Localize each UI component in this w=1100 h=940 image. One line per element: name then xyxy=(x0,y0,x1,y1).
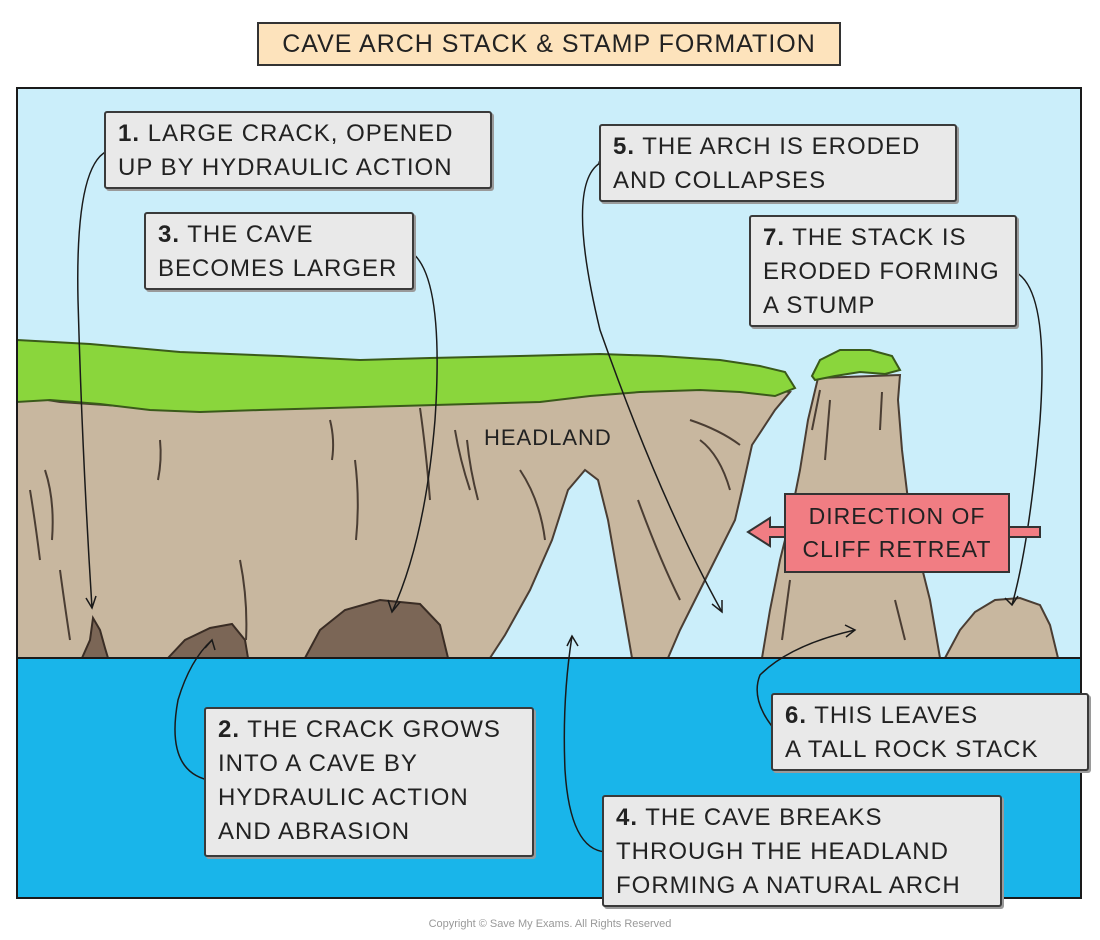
label-5-num: 5. xyxy=(613,133,636,160)
label-1-crack: 1. LARGE CRACK, OPENED UP BY HYDRAULIC A… xyxy=(104,111,492,189)
label-1-line-1: LARGE CRACK, OPENED xyxy=(147,120,454,147)
label-7-stump: 7. THE STACK IS ERODED FORMING A STUMP xyxy=(749,215,1017,327)
label-5-arch-collapses: 5. THE ARCH IS ERODED AND COLLAPSES xyxy=(599,124,957,202)
label-3-line-2: BECOMES LARGER xyxy=(158,255,398,282)
rock-texture xyxy=(29,389,906,641)
label-4-line-1: THE CAVE BREAKS xyxy=(645,804,883,831)
label-4-line-3: FORMING A NATURAL ARCH xyxy=(616,872,961,899)
stack-grass xyxy=(810,349,902,382)
label-3-cave-larger: 3. THE CAVE BECOMES LARGER xyxy=(144,212,414,290)
label-1-num: 1. xyxy=(118,120,141,147)
cliff-retreat-label: DIRECTION OF CLIFF RETREAT xyxy=(784,493,1010,573)
leader-5 xyxy=(581,162,723,613)
label-4-natural-arch: 4. THE CAVE BREAKS THROUGH THE HEADLAND … xyxy=(602,795,1002,907)
label-6-num: 6. xyxy=(785,702,808,729)
label-2-line-3: HYDRAULIC ACTION xyxy=(218,784,469,811)
label-5-line-2: AND COLLAPSES xyxy=(613,167,827,194)
arrowheads xyxy=(85,595,1019,651)
leader-1 xyxy=(77,149,111,609)
label-6-line-1: THIS LEAVES xyxy=(814,702,979,729)
leader-6 xyxy=(756,629,856,731)
label-1-line-2: UP BY HYDRAULIC ACTION xyxy=(118,154,453,181)
label-7-line-2: ERODED FORMING xyxy=(763,258,1000,285)
headland-grass xyxy=(16,338,797,414)
frame xyxy=(16,87,1082,899)
leader-7 xyxy=(1009,269,1043,606)
diagram-title: CAVE ARCH STACK & STAMP FORMATION xyxy=(257,22,841,66)
label-2-line-4: AND ABRASION xyxy=(218,818,411,845)
copyright-notice: Copyright © Save My Exams. All Rights Re… xyxy=(428,918,672,930)
label-3-num: 3. xyxy=(158,221,181,248)
label-7-line-1: THE STACK IS xyxy=(792,224,967,251)
label-3-line-1: THE CAVE xyxy=(187,221,314,248)
leader-4 xyxy=(563,635,607,853)
label-7-line-3: A STUMP xyxy=(763,292,876,319)
label-5-line-1: THE ARCH IS ERODED xyxy=(642,133,921,160)
retreat-line-1: DIRECTION OF xyxy=(808,503,986,529)
label-6-tall-stack: 6. THIS LEAVES A TALL ROCK STACK xyxy=(771,693,1089,771)
label-2-num: 2. xyxy=(218,716,241,743)
label-2-crack-grows: 2. THE CRACK GROWS INTO A CAVE BY HYDRAU… xyxy=(204,707,534,857)
label-2-line-2: INTO A CAVE BY xyxy=(218,750,418,777)
leader-lines xyxy=(77,149,1043,853)
label-4-num: 4. xyxy=(616,804,639,831)
leader-3 xyxy=(391,249,438,613)
rock-stump xyxy=(943,596,1060,659)
label-2-line-1: THE CRACK GROWS xyxy=(247,716,501,743)
retreat-line-2: CLIFF RETREAT xyxy=(802,536,992,562)
headland-label: HEADLAND xyxy=(484,425,612,450)
label-6-line-2: A TALL ROCK STACK xyxy=(785,736,1039,763)
leader-2 xyxy=(174,639,213,781)
label-4-line-2: THROUGH THE HEADLAND xyxy=(616,838,949,865)
label-7-num: 7. xyxy=(763,224,786,251)
